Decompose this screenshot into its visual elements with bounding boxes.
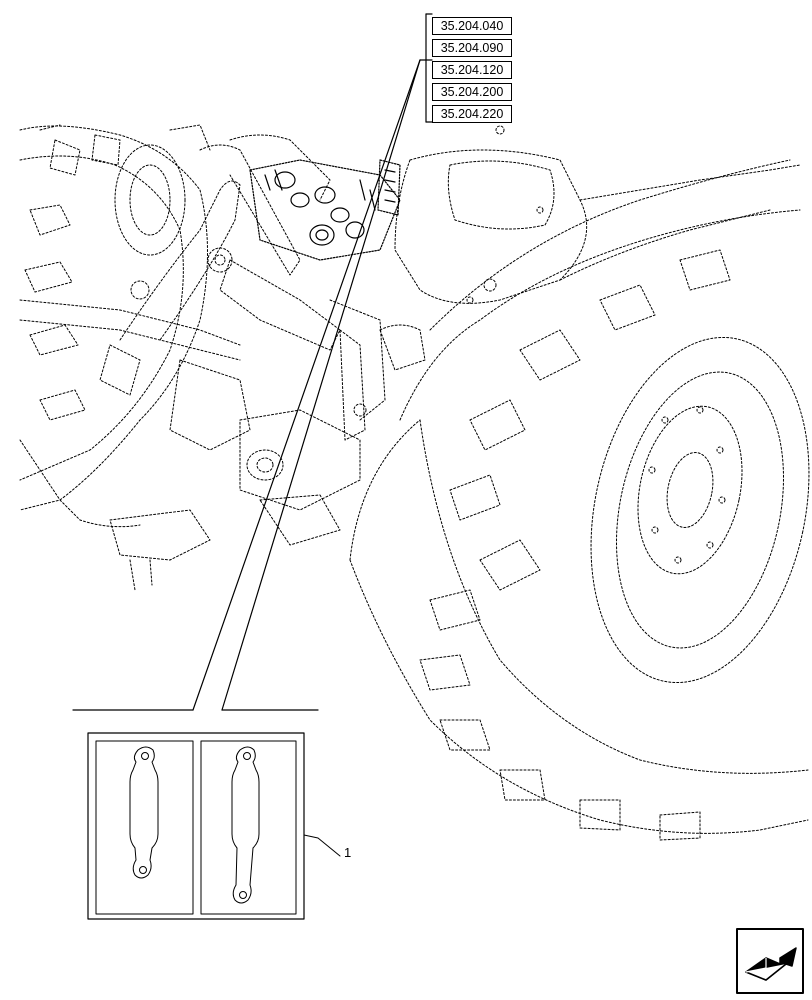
fender-drawing	[394, 125, 801, 304]
left-rear-tire-drawing	[19, 125, 208, 528]
lift-rod-left-shape	[129, 746, 159, 879]
reference-link-35-204-220[interactable]: 35.204.220	[432, 105, 512, 123]
lift-rod-right-shape	[231, 746, 260, 904]
reference-link-35-204-040[interactable]: 35.204.040	[432, 17, 512, 35]
next-page-arrow-icon[interactable]	[736, 928, 804, 994]
remote-valve-assembly-drawing	[249, 159, 401, 261]
reference-link-35-204-090[interactable]: 35.204.090	[432, 39, 512, 57]
reference-link-35-204-120[interactable]: 35.204.120	[432, 61, 512, 79]
right-rear-tire-drawing	[349, 159, 810, 841]
reference-leader-lines	[72, 13, 433, 711]
reference-link-35-204-200[interactable]: 35.204.200	[432, 83, 512, 101]
three-point-hitch-drawing	[19, 124, 426, 591]
callout-number-1[interactable]: 1	[344, 845, 352, 860]
lift-rod-detail-inset	[87, 732, 341, 920]
